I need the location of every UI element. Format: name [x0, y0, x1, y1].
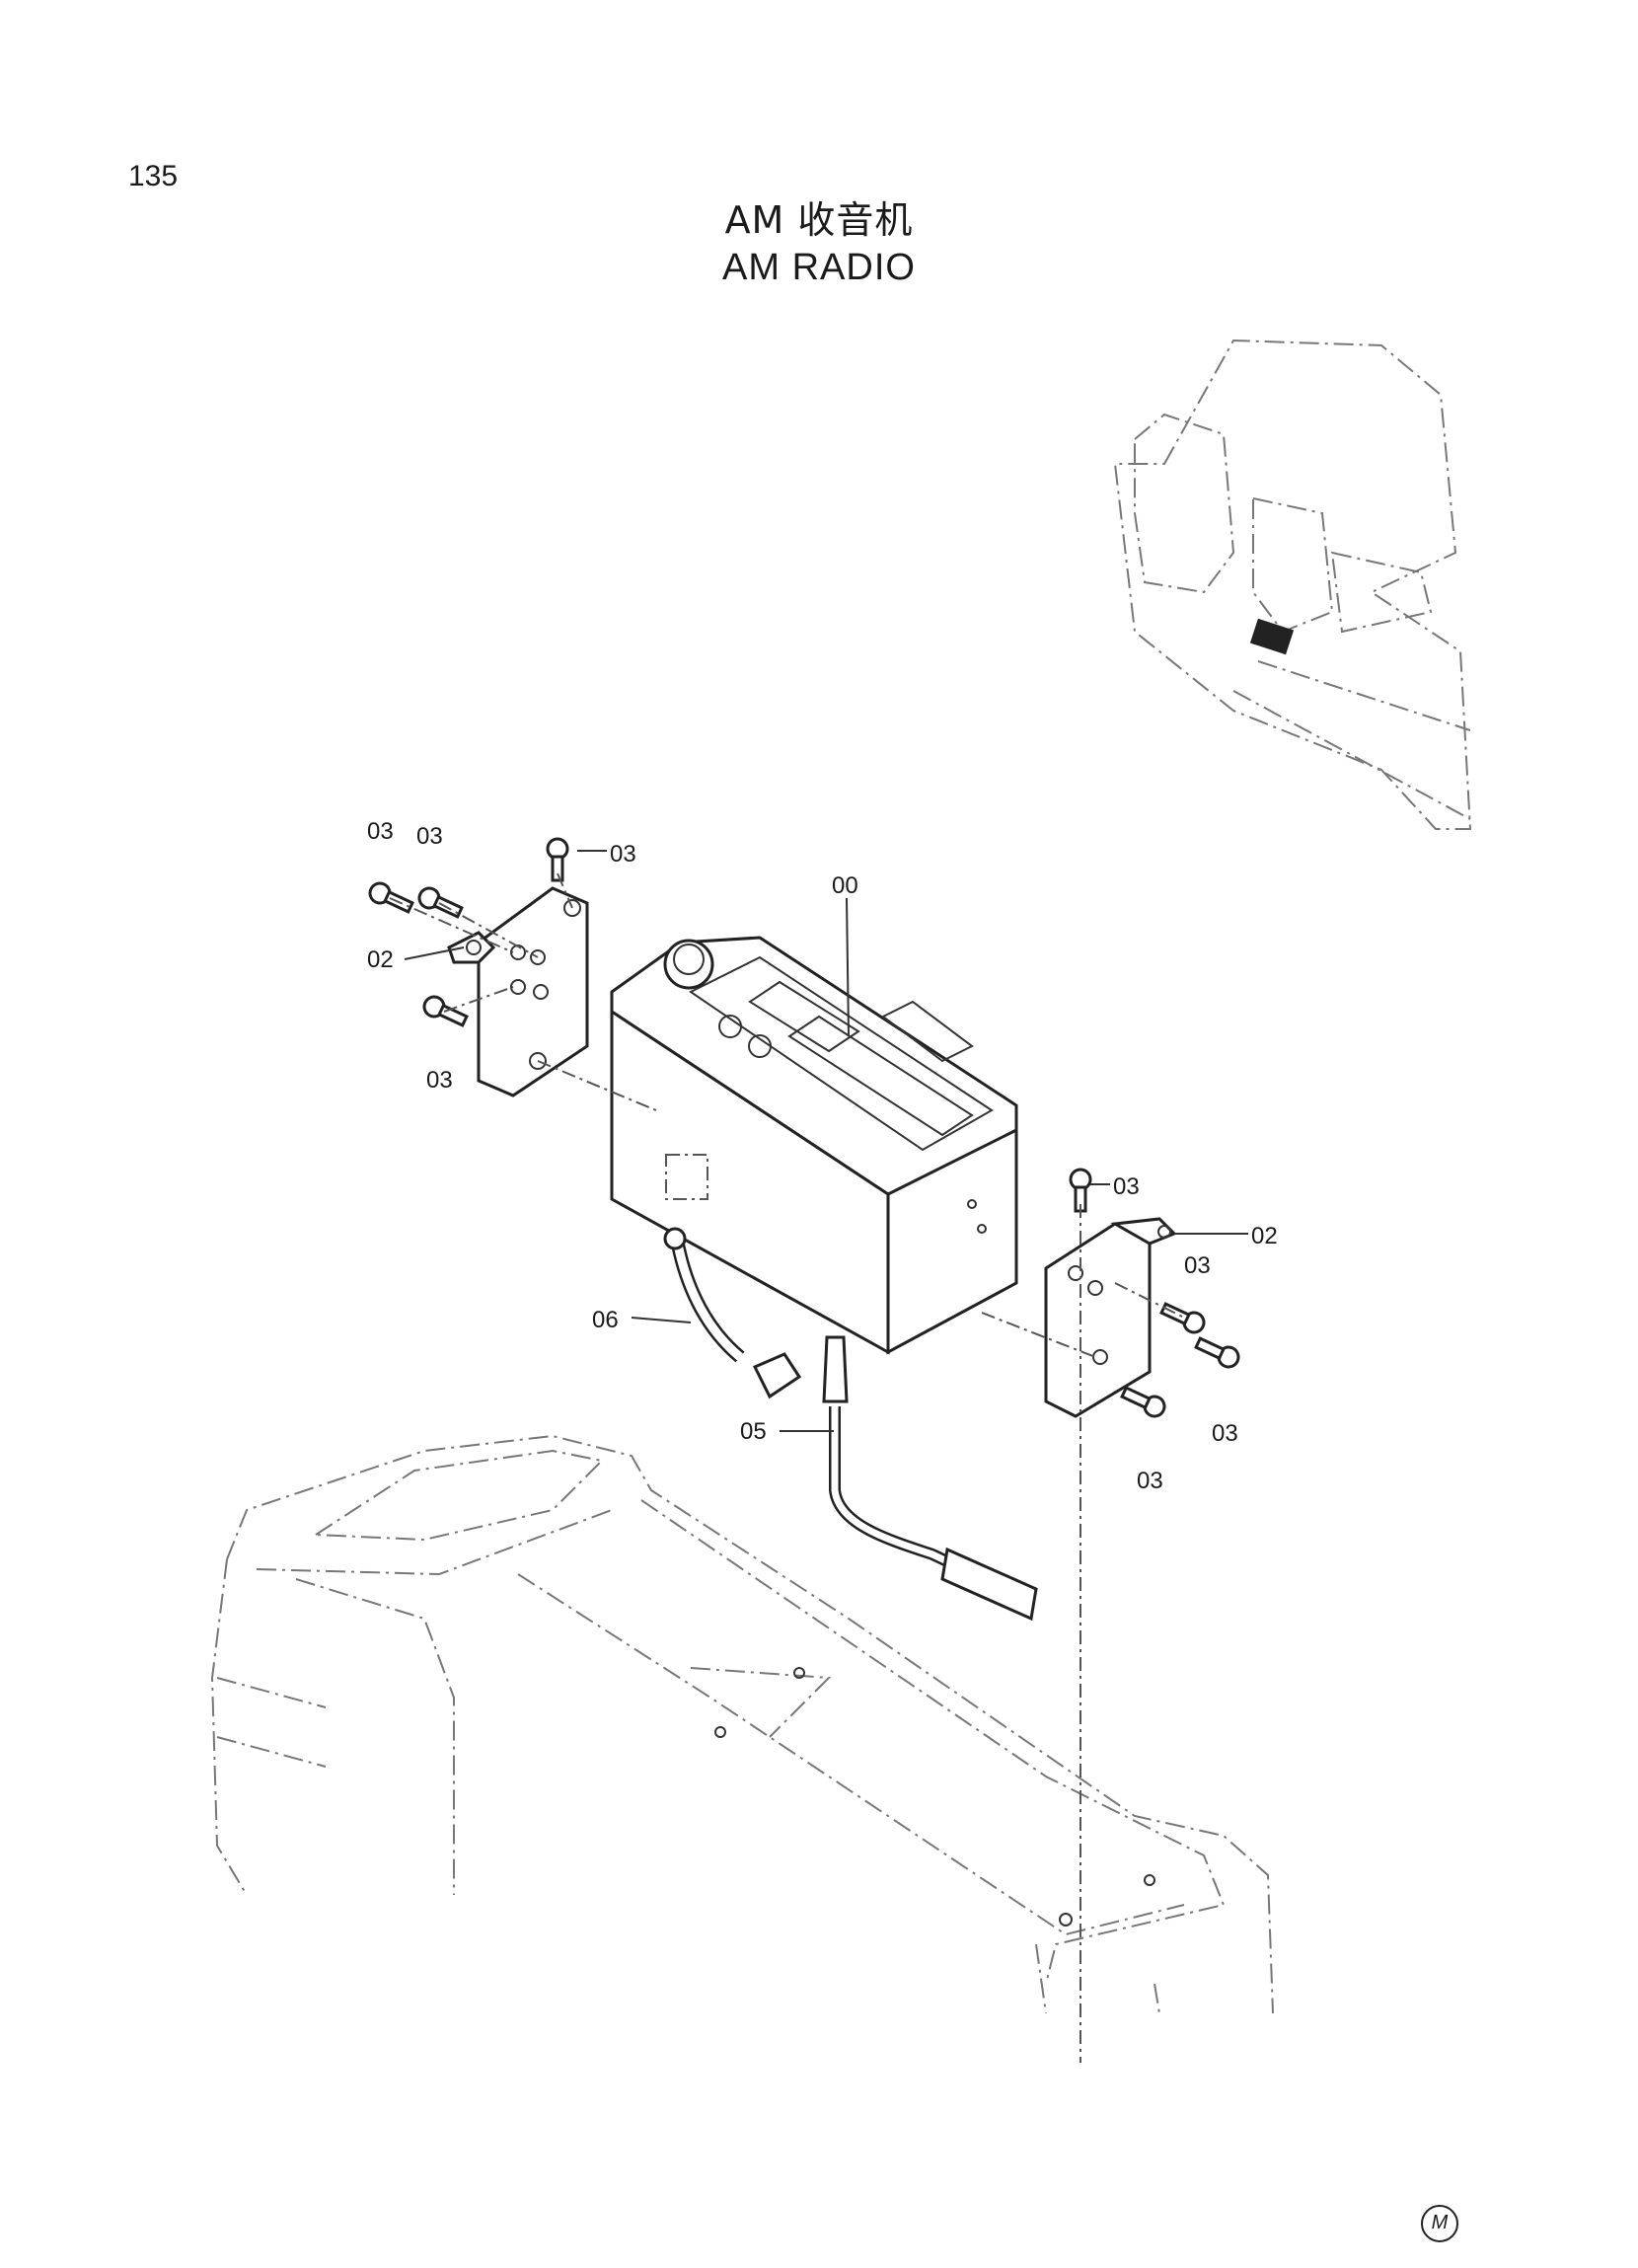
callout-label: 03 — [426, 1067, 453, 1094]
console-base-illustration — [210, 1434, 1274, 2014]
callout-label: 03 — [1212, 1420, 1238, 1447]
left-bracket — [447, 886, 589, 1097]
wire-harness — [663, 1227, 802, 1399]
leader-lines — [404, 850, 1248, 1432]
callout-label: 03 — [610, 841, 636, 868]
cab-inset-illustration — [1113, 339, 1472, 830]
callout-labels: 03 03 03 02 03 00 03 02 03 06 05 03 03 — [367, 818, 1278, 1494]
title-chinese: AM 收音机 — [724, 198, 914, 242]
callout-label: 03 — [1137, 1468, 1163, 1494]
callout-label: 00 — [832, 872, 858, 899]
maker-mark: M — [1421, 2205, 1458, 2242]
radio-unit — [610, 936, 1018, 1355]
antenna-cable — [822, 1335, 1038, 1622]
callout-label: 03 — [1184, 1252, 1211, 1279]
callout-label: 05 — [740, 1418, 767, 1445]
page-number: 135 — [128, 160, 179, 192]
callout-label: 03 — [416, 823, 443, 850]
callout-label: 06 — [592, 1307, 619, 1333]
callout-label: 02 — [1251, 1223, 1278, 1249]
callout-label: 03 — [367, 818, 394, 845]
callout-label: 03 — [1113, 1173, 1140, 1200]
assembly-lines — [389, 872, 1185, 2063]
right-bracket — [1044, 1217, 1177, 1418]
title-english: AM RADIO — [722, 247, 916, 288]
radio-location-marker — [1249, 618, 1295, 655]
callout-label: 02 — [367, 946, 394, 973]
